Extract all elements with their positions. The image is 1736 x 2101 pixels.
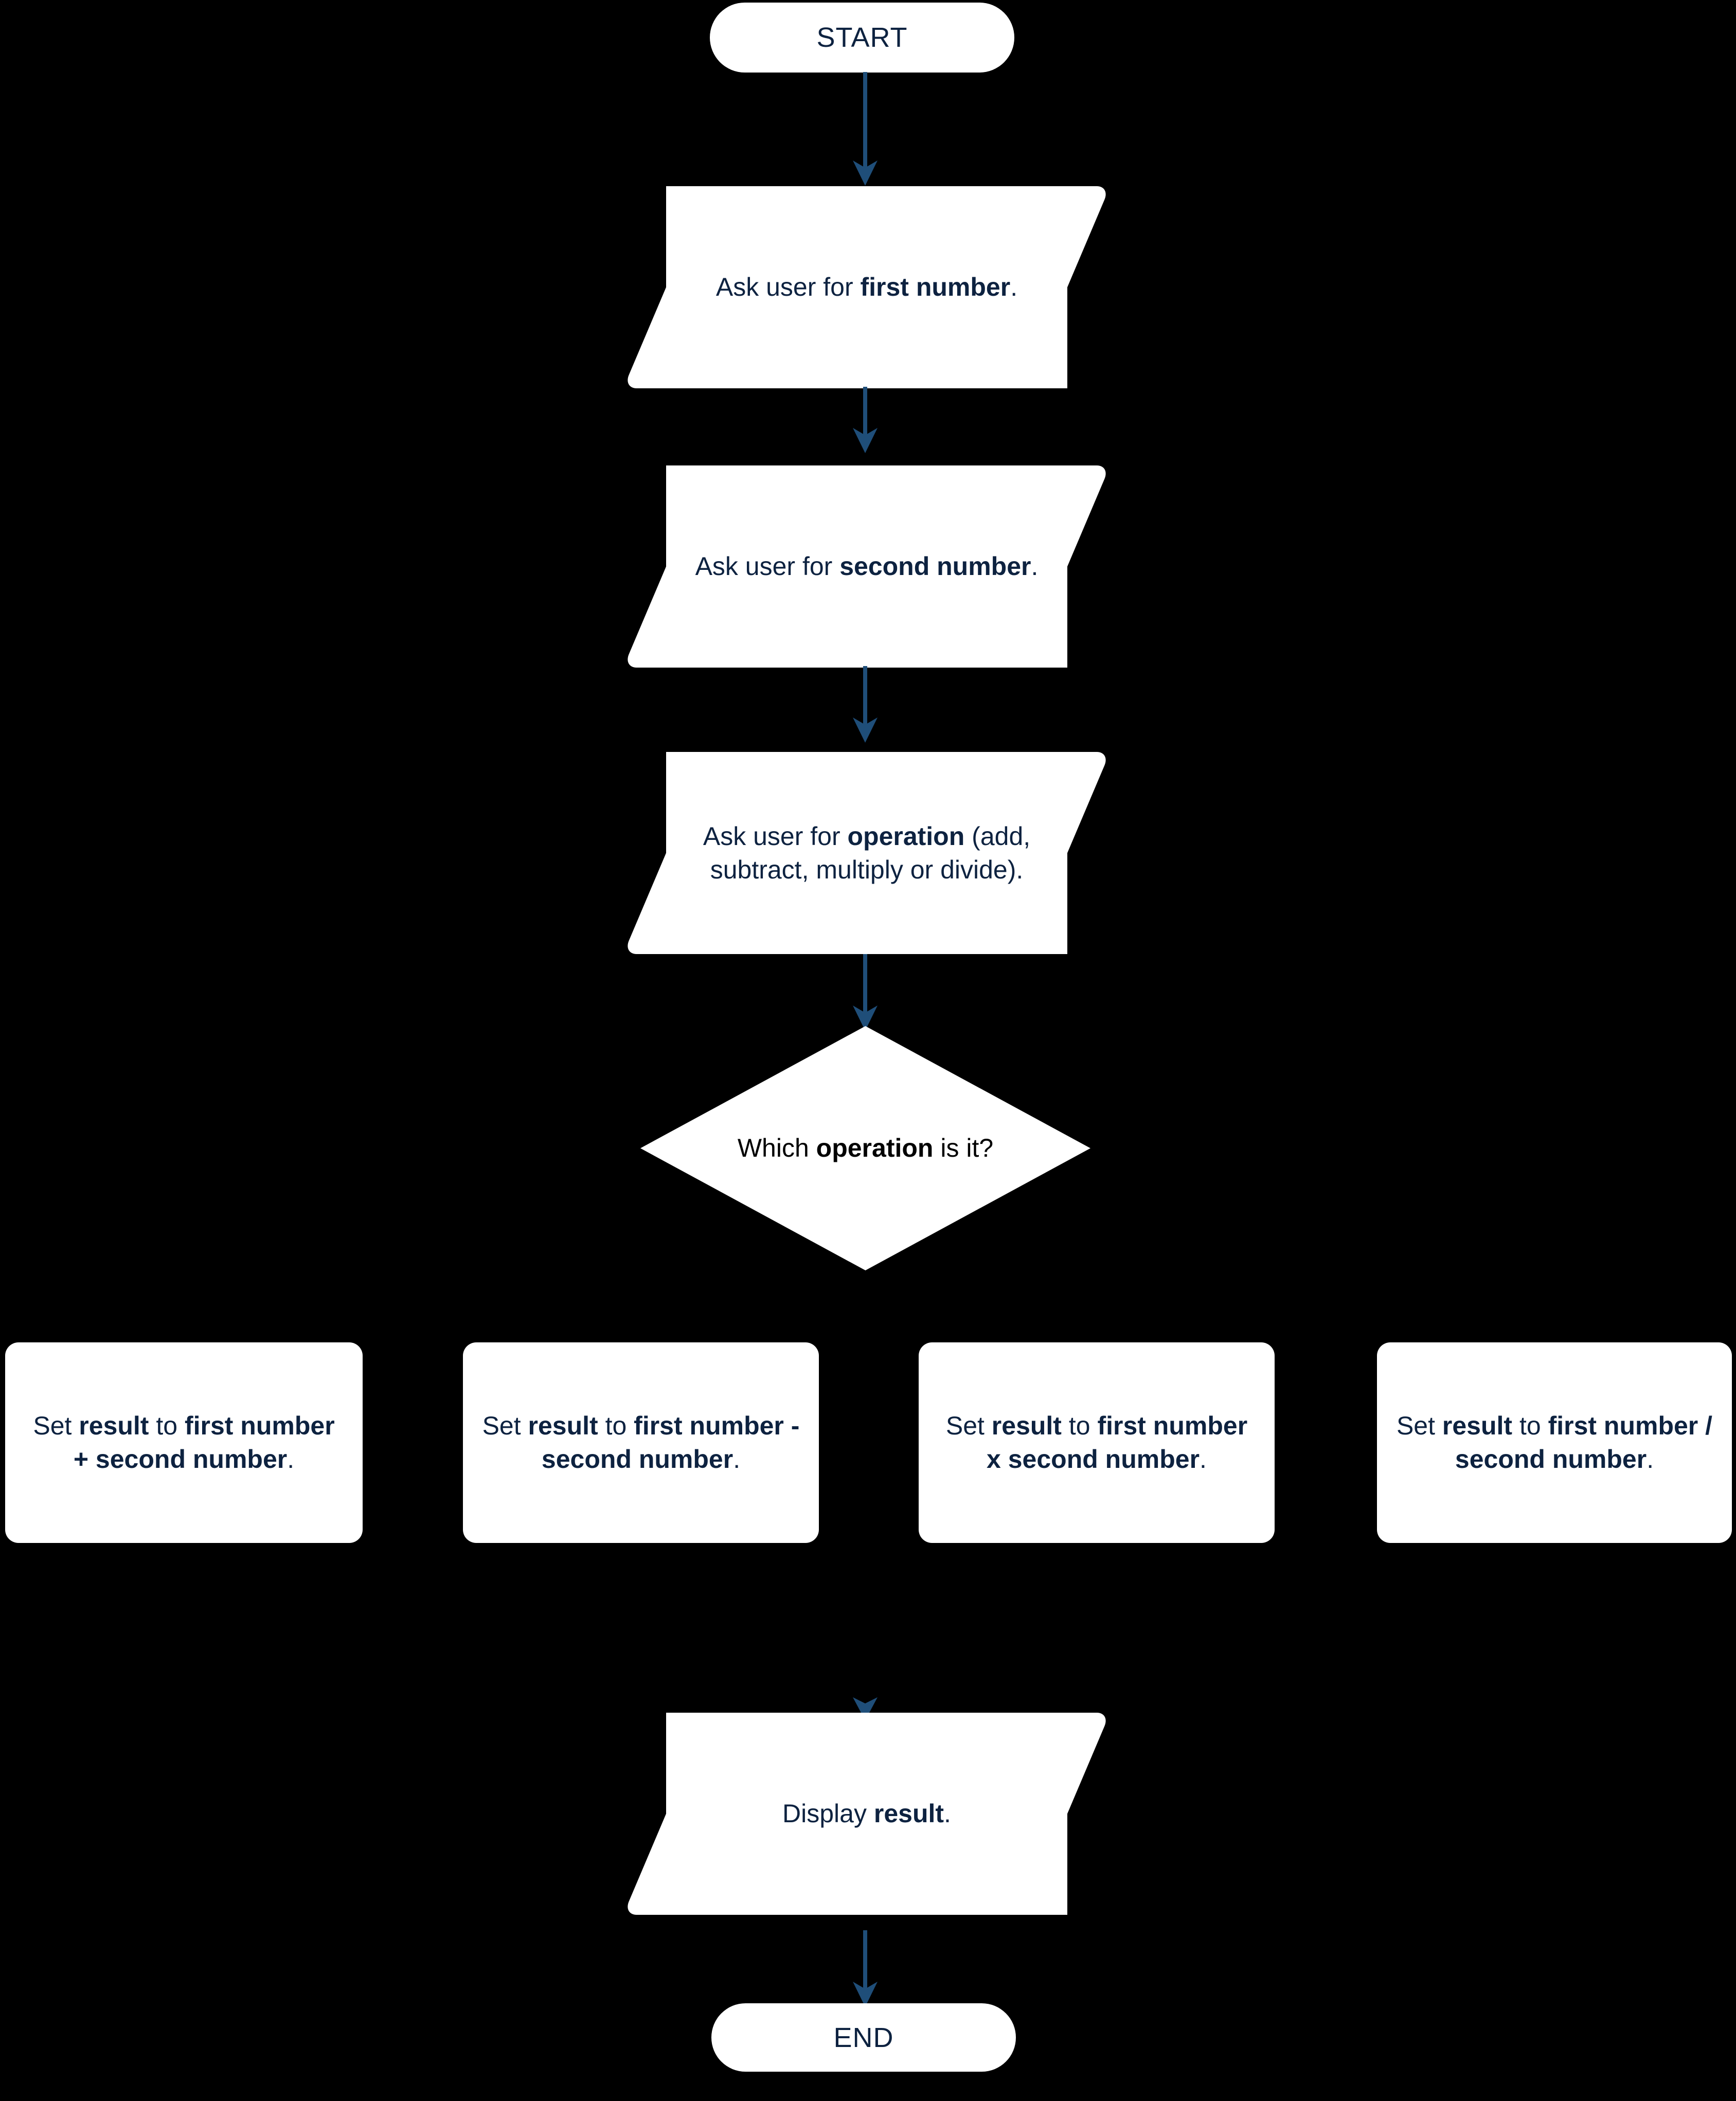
node-input-first-number[interactable]: Ask user for first number. [623,186,1111,388]
node-input-operation[interactable]: Ask user for operation (add, subtract, m… [623,752,1111,954]
node-input-second-number-label: Ask user for second number. [695,552,1039,581]
node-process-divide-label: Set result to first number / second numb… [1396,1411,1713,1474]
connector-start-to-input-first [849,72,882,186]
node-input-first-number-label: Ask user for first number. [715,273,1018,301]
node-process-multiply-label: Set result to first number x second numb… [945,1411,1248,1474]
node-output-display-result-label: Display result. [782,1799,951,1828]
connector-input-operation-to-decision [849,954,882,1031]
node-process-add-label: Set result to first number + second numb… [33,1411,335,1474]
node-end-label: END [833,2022,894,2053]
node-decision-which-operation[interactable]: Which operation is it? [640,1026,1090,1270]
node-process-divide[interactable]: Set result to first number / second numb… [1377,1342,1732,1543]
node-process-multiply[interactable]: Set result to first number x second numb… [919,1342,1275,1543]
node-start[interactable]: START [710,3,1014,73]
connector-input-second-to-input-operation [849,666,882,743]
node-process-subtract[interactable]: Set result to first number - second numb… [463,1342,819,1543]
node-end[interactable]: END [711,2003,1016,2072]
node-decision-label: Which operation is it? [737,1134,994,1163]
node-process-add[interactable]: Set result to first number + second numb… [5,1342,363,1543]
connector-output-result-to-end [849,1930,882,2007]
node-input-second-number[interactable]: Ask user for second number. [623,465,1111,668]
node-output-display-result[interactable]: Display result. [623,1713,1111,1915]
connector-input-first-to-input-second [849,387,882,454]
node-process-subtract-label: Set result to first number - second numb… [482,1411,800,1474]
node-input-operation-label: Ask user for operation (add, subtract, m… [703,821,1031,884]
connector-tip-to-output-result [849,1697,882,1721]
node-start-label: START [816,22,908,53]
